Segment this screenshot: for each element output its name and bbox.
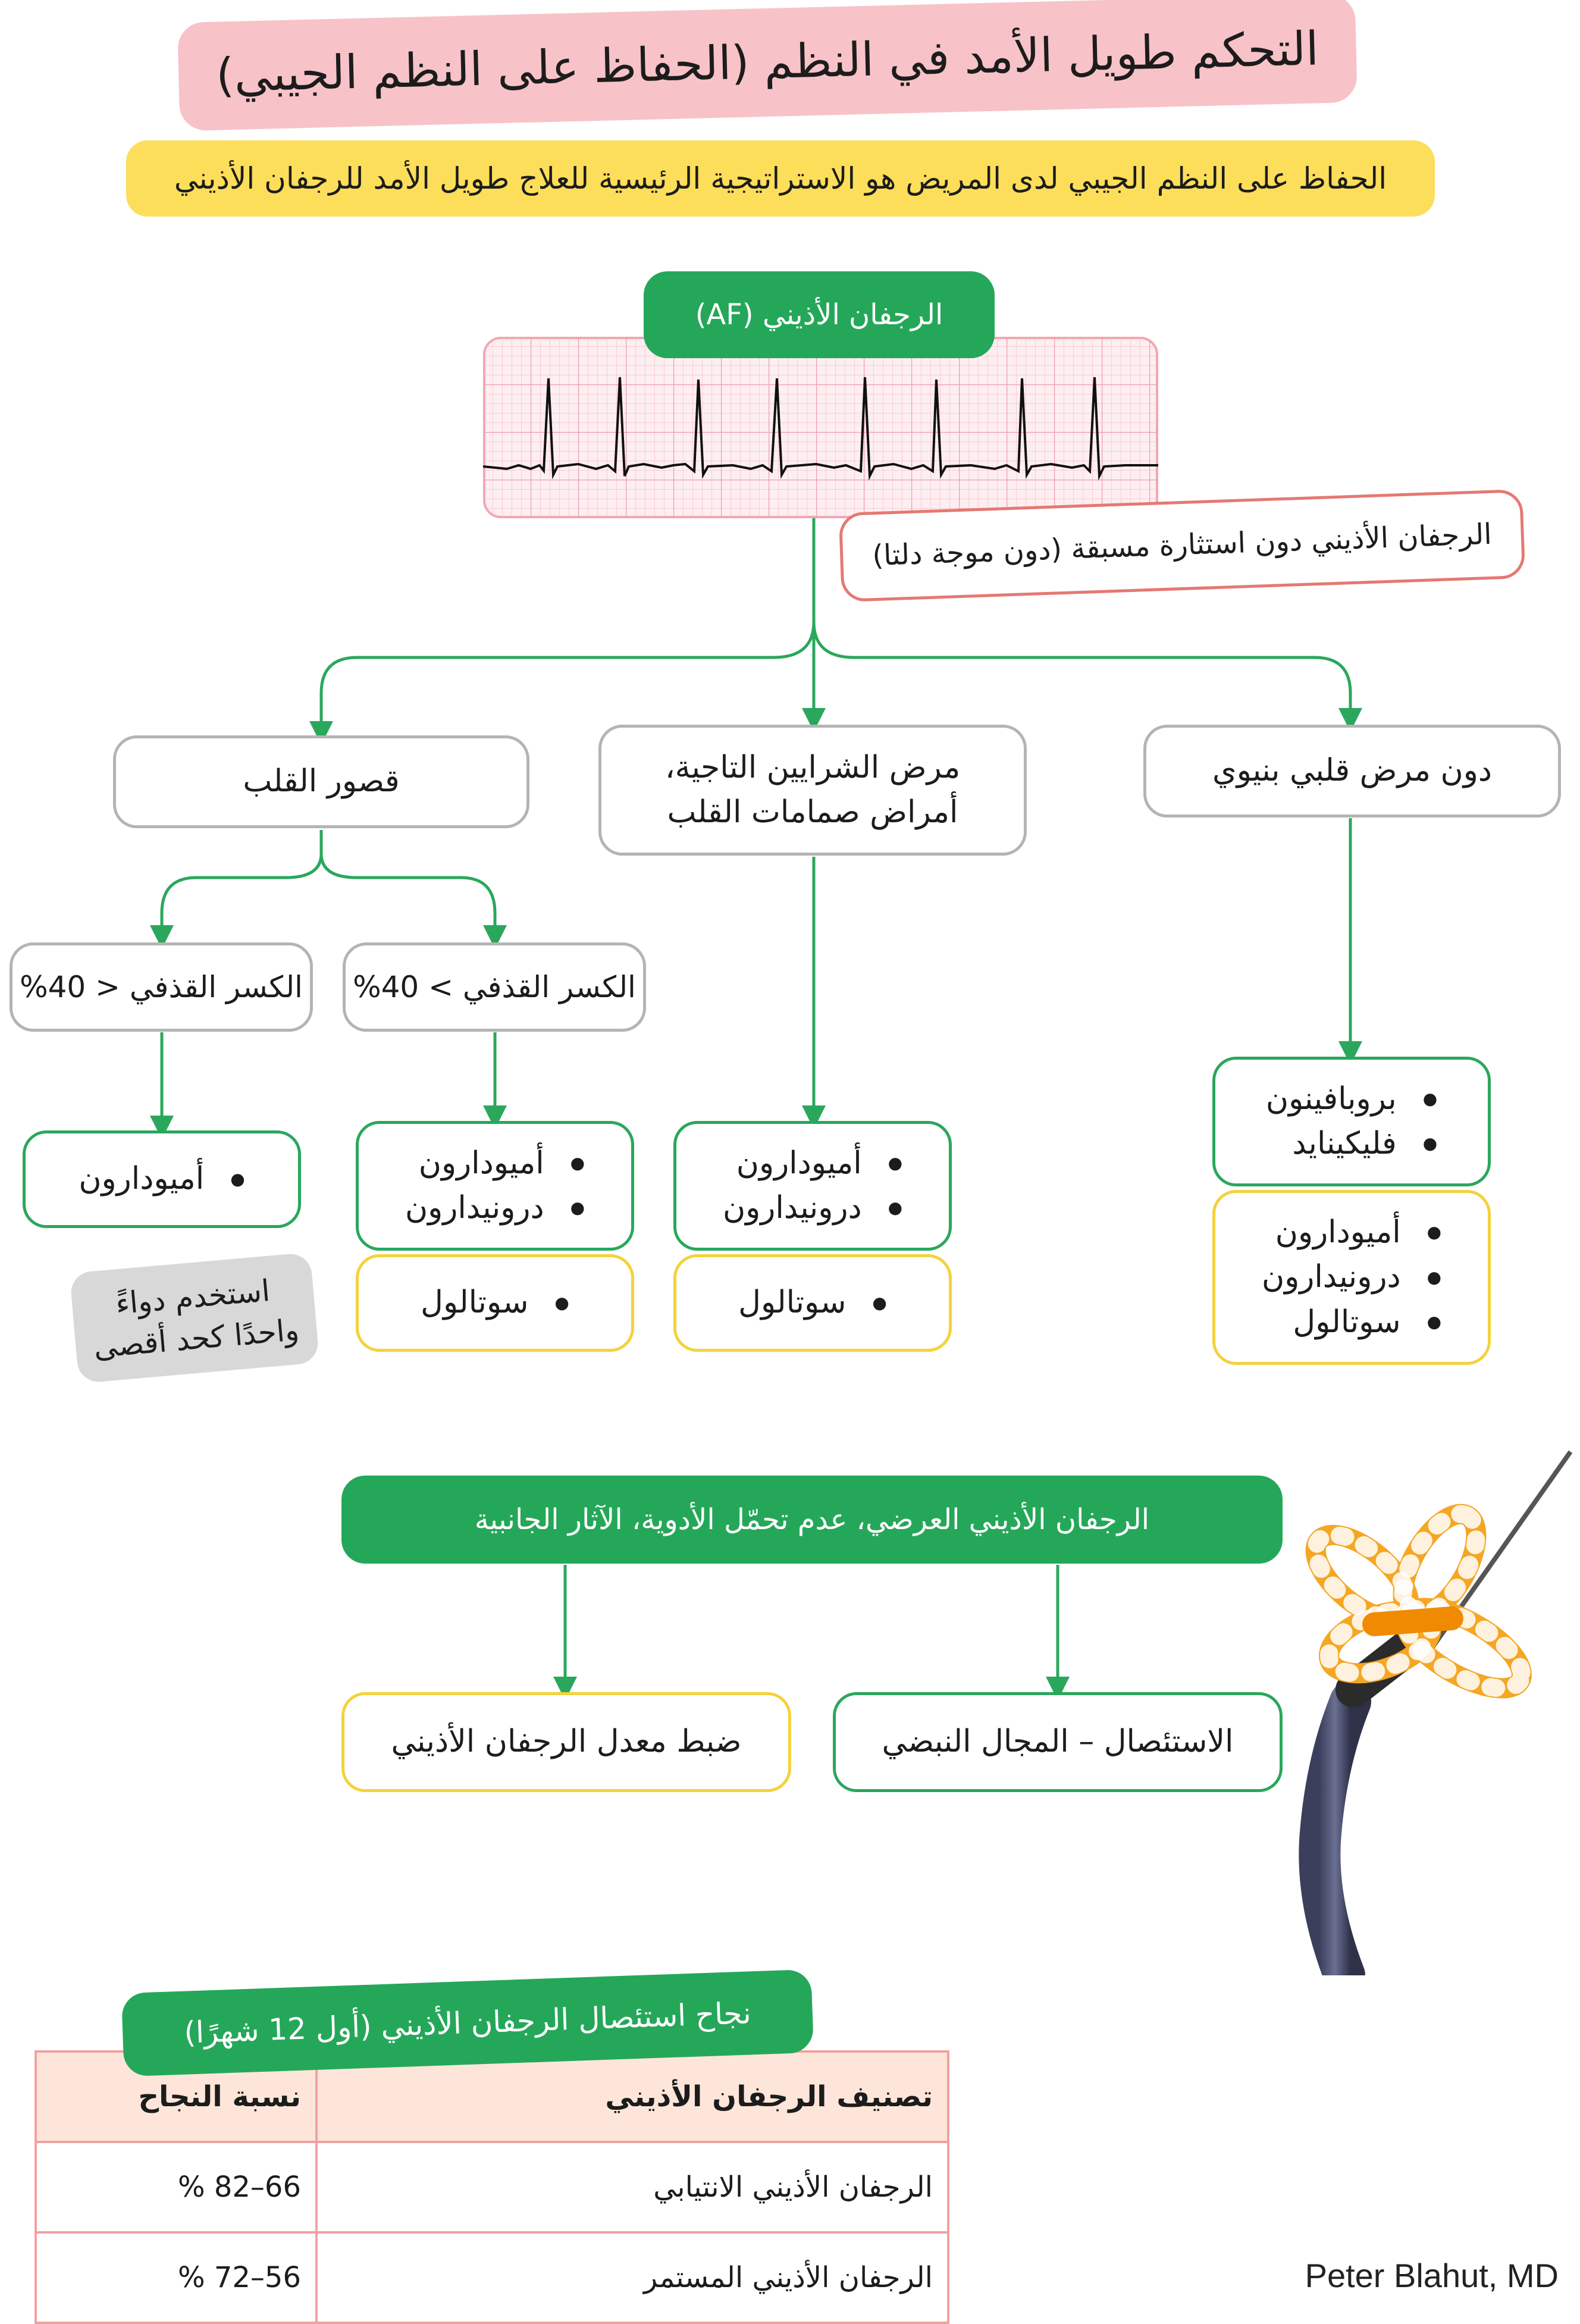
cad-first-line-list: أميودارون درونيدارون bbox=[723, 1141, 902, 1231]
rate-cell: 56–72 % bbox=[35, 2231, 318, 2324]
symptomatic-af-node: الرجفان الأذيني العرضي، عدم تحمّل الأدوي… bbox=[341, 1476, 1283, 1564]
af-condition-label: الرجفان الأذيني دون استثارة مسبقة (دون م… bbox=[871, 518, 1493, 573]
af-root-node: الرجفان الأذيني (AF) bbox=[644, 271, 995, 358]
ef-high-first-line-box: أميودارون درونيدارون bbox=[356, 1121, 634, 1251]
heart-failure-box: قصور القلب bbox=[113, 735, 529, 828]
ef-low-first-line-list: أميودارون bbox=[79, 1157, 244, 1201]
rate-cell: 66–82 % bbox=[35, 2141, 318, 2234]
ecg-strip bbox=[483, 337, 1158, 518]
cad-valvular-box: مرض الشرايين التاجية، أمراض صمامات القلب bbox=[598, 725, 1027, 856]
drug-item: درونيدارون bbox=[723, 1186, 902, 1230]
ablation-success-table: تصنيف الرجفان الأذيني نسبة النجاح الرجفا… bbox=[35, 2050, 949, 2324]
pulsed-field-ablation-catheter-icon bbox=[1299, 1450, 1573, 1975]
ablation-label: الاستئصال – المجال النبضي bbox=[882, 1724, 1234, 1760]
symptomatic-af-label: الرجفان الأذيني العرضي، عدم تحمّل الأدوي… bbox=[474, 1503, 1150, 1536]
category-cell: الرجفان الأذيني المستمر bbox=[315, 2231, 949, 2324]
drug-item: أميودارون bbox=[723, 1141, 902, 1186]
no-structural-box: دون مرض قلبي بنيوي bbox=[1143, 725, 1561, 818]
rate-control-label: ضبط معدل الرجفان الأذيني bbox=[391, 1724, 742, 1760]
no-structural-first-line-list: بروبافينون فليكينايد bbox=[1266, 1077, 1437, 1167]
ef-low-box: الكسر القذفي < 40% bbox=[10, 942, 313, 1032]
success-table-container: تصنيف الرجفان الأذيني نسبة النجاح الرجفا… bbox=[35, 2050, 949, 2324]
ef-low-label: الكسر القذفي < 40% bbox=[20, 969, 303, 1004]
ef-high-second-line-list: سوتالول bbox=[421, 1280, 569, 1325]
table-row: الرجفان الأذيني الانتيابي 66–82 % bbox=[35, 2141, 949, 2234]
cad-second-line-list: سوتالول bbox=[738, 1280, 887, 1325]
drug-item: فليكينايد bbox=[1266, 1122, 1437, 1166]
no-structural-label: دون مرض قلبي بنيوي bbox=[1212, 753, 1492, 789]
drug-item: درونيدارون bbox=[1262, 1255, 1441, 1299]
drug-item: سوتالول bbox=[421, 1280, 569, 1325]
category-header: تصنيف الرجفان الأذيني bbox=[315, 2050, 949, 2143]
single-drug-note: استخدم دواءً واحدًا كحد أقصى bbox=[69, 1252, 320, 1384]
no-structural-first-line-box: بروبافينون فليكينايد bbox=[1212, 1057, 1491, 1186]
drug-item: درونيدارون bbox=[405, 1186, 585, 1230]
table-row: الرجفان الأذيني المستمر 56–72 % bbox=[35, 2231, 949, 2324]
drug-item: سوتالول bbox=[1262, 1300, 1441, 1345]
note-text: استخدم دواءً واحدًا كحد أقصى bbox=[92, 1273, 300, 1365]
success-table-title-text: نجاح استئصال الرجفان الأذيني (أول 12 شهر… bbox=[183, 1996, 752, 2050]
heart-failure-label: قصور القلب bbox=[243, 763, 400, 800]
author-credit: Peter Blahut, MD bbox=[1305, 2257, 1559, 2294]
drug-item: بروبافينون bbox=[1266, 1077, 1437, 1122]
drug-item: سوتالول bbox=[738, 1280, 887, 1325]
drug-item: أميودارون bbox=[405, 1141, 585, 1186]
af-root-label: الرجفان الأذيني (AF) bbox=[695, 298, 943, 331]
ablation-box: الاستئصال – المجال النبضي bbox=[833, 1692, 1283, 1792]
rate-control-box: ضبط معدل الرجفان الأذيني bbox=[341, 1692, 791, 1792]
cad-first-line-box: أميودارون درونيدارون bbox=[673, 1121, 952, 1251]
ef-low-first-line-box: أميودارون bbox=[23, 1130, 301, 1228]
ef-high-box: الكسر القذفي > 40% bbox=[343, 942, 646, 1032]
drug-item: أميودارون bbox=[79, 1157, 244, 1201]
cad-second-line-box: سوتالول bbox=[673, 1254, 952, 1352]
no-structural-second-line-box: أميودارون درونيدارون سوتالول bbox=[1212, 1190, 1491, 1365]
ef-high-second-line-box: سوتالول bbox=[356, 1254, 634, 1352]
page-subtitle: الحفاظ على النظم الجيبي لدى المريض هو ال… bbox=[126, 140, 1435, 217]
ef-high-label: الكسر القذفي > 40% bbox=[353, 969, 636, 1004]
ef-high-first-line-list: أميودارون درونيدارون bbox=[405, 1141, 585, 1231]
category-cell: الرجفان الأذيني الانتيابي bbox=[315, 2141, 949, 2234]
no-structural-second-line-list: أميودارون درونيدارون سوتالول bbox=[1262, 1210, 1441, 1345]
cad-valvular-label: مرض الشرايين التاجية، أمراض صمامات القلب bbox=[664, 749, 961, 830]
drug-item: أميودارون bbox=[1262, 1210, 1441, 1255]
